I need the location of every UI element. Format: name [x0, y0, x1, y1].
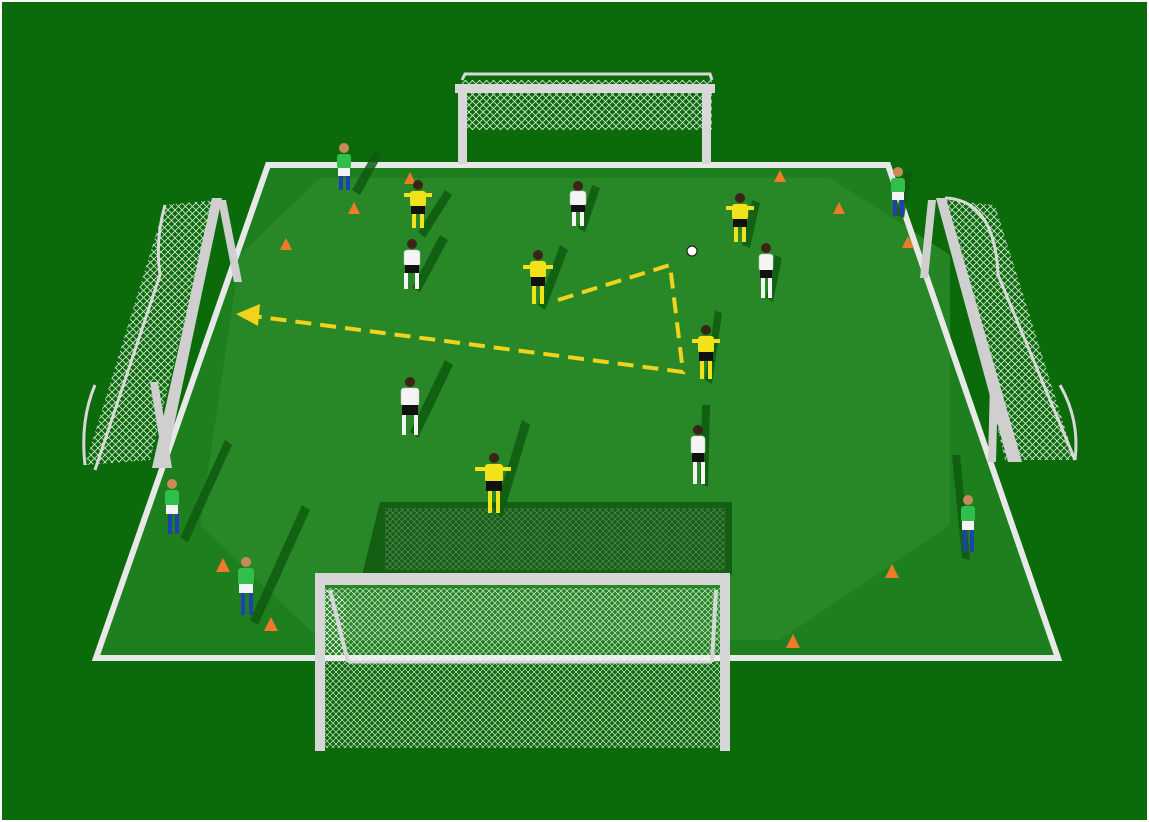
goal-bottom — [315, 573, 730, 751]
ball — [687, 246, 697, 256]
goal-shadow-net — [385, 508, 725, 570]
